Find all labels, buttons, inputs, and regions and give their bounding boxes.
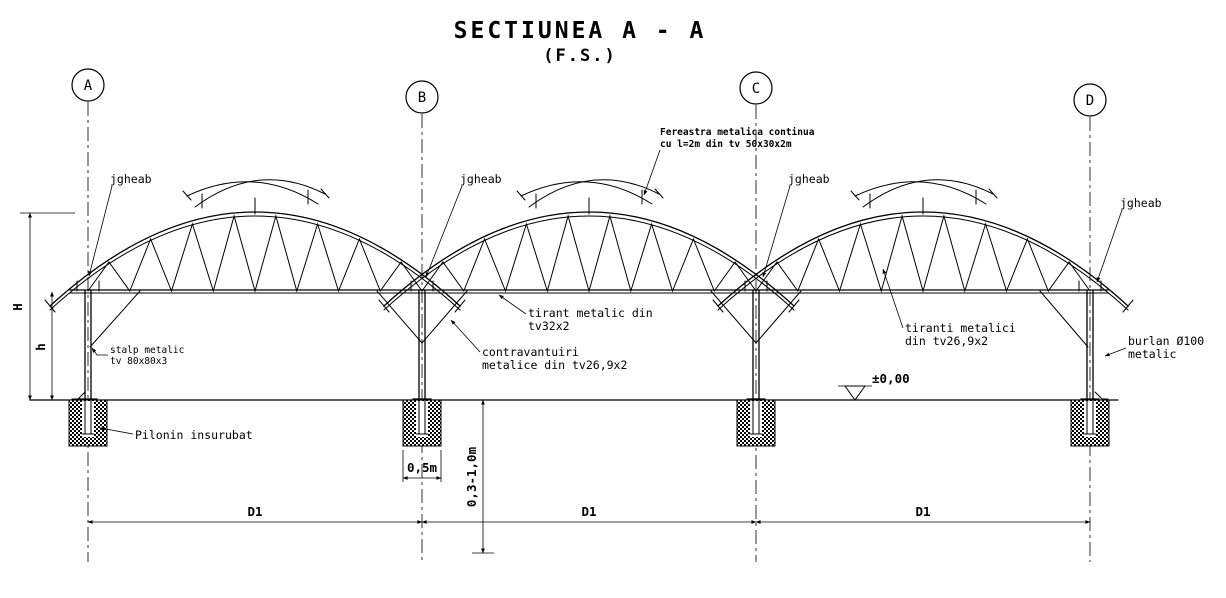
label-tirant-line2: tv32x2 <box>528 319 570 333</box>
dimension-bays: D1 D1 D1 <box>87 504 1091 524</box>
axis-grid-lines <box>87 102 1091 562</box>
axis-marker-a: A <box>71 68 105 102</box>
label-fereastra-line1: Fereastra metalica continua <box>660 127 815 138</box>
annotation-jgheab-c: jgheab <box>762 172 830 278</box>
axis-marker-c: C <box>739 71 773 105</box>
label-jgheab-b: jgheab <box>460 172 502 186</box>
dim-foundation-depth: 0,3-1,0m <box>464 446 479 507</box>
dim-d1-ab: D1 <box>247 504 262 519</box>
dimension-foundation-width: 0,5m <box>402 450 442 482</box>
truss-bay-cd <box>712 179 1134 313</box>
annotation-tiranti: tiranti metalici din tv26,9x2 <box>882 268 1016 348</box>
structure <box>29 179 1134 447</box>
label-jgheab-c: jgheab <box>788 172 830 186</box>
label-pilonin: Pilonin insurubat <box>135 428 253 442</box>
annotation-stalp: stalp metalic tv 80x80x3 <box>91 345 184 367</box>
annotation-jgheab-b: jgheab <box>425 172 502 278</box>
column-b <box>402 280 442 447</box>
dim-height-total: H <box>10 303 25 311</box>
label-jgheab-d: jgheab <box>1120 196 1162 210</box>
axis-marker-d: D <box>1073 83 1107 117</box>
axis-label-c: C <box>752 81 760 97</box>
annotation-fereastra: Fereastra metalica continua cu l=2m din … <box>643 127 815 196</box>
truss-bay-bc <box>378 179 800 313</box>
annotation-jgheab-a: jgheab <box>88 172 152 277</box>
dim-d1-cd: D1 <box>915 504 930 519</box>
annotation-tirant: tirant metalic din tv32x2 <box>498 294 653 333</box>
label-burlan-line2: metalic <box>1128 347 1176 361</box>
dim-foundation-width: 0,5m <box>407 460 438 475</box>
label-stalp-line2: tv 80x80x3 <box>110 356 167 367</box>
axis-marker-b: B <box>405 80 439 114</box>
label-fereastra-line2: cu l=2m din tv 50x30x2m <box>660 139 792 150</box>
dim-height-eave: h <box>33 343 48 351</box>
label-tiranti-line1: tiranti metalici <box>905 321 1016 335</box>
dimension-foundation-depth: 0,3-1,0m <box>464 399 494 554</box>
label-burlan-line1: burlan Ø100 <box>1128 334 1204 348</box>
axis-label-d: D <box>1086 93 1094 109</box>
drawing-title: SECTIUNEA A - A <box>454 18 707 44</box>
annotation-burlan: burlan Ø100 metalic <box>1104 334 1204 361</box>
label-tiranti-line2: din tv26,9x2 <box>905 334 988 348</box>
label-contravantuiri-line2: metalice din tv26,9x2 <box>482 358 627 372</box>
label-jgheab-a: jgheab <box>110 172 152 186</box>
axis-label-a: A <box>84 78 93 94</box>
label-contravantuiri-line1: contravantuiri <box>482 345 579 359</box>
drawing-subtitle: (F.S.) <box>543 46 616 66</box>
dimension-heights: H h <box>10 212 75 401</box>
axis-label-b: B <box>418 90 426 106</box>
level-value: ±0,00 <box>872 371 910 386</box>
level-marker: ±0,00 <box>838 371 910 401</box>
label-stalp-line1: stalp metalic <box>110 345 184 356</box>
bracing <box>89 290 1089 348</box>
label-tirant-line1: tirant metalic din <box>528 306 653 320</box>
truss-bay-ab <box>44 179 466 313</box>
annotation-jgheab-d: jgheab <box>1096 196 1162 283</box>
annotation-contravantuiri: contravantuiri metalice din tv26,9x2 <box>450 319 627 372</box>
dim-d1-bc: D1 <box>581 504 596 519</box>
annotation-pilonin: Pilonin insurubat <box>99 426 253 442</box>
downpipe-feet <box>71 391 1109 400</box>
